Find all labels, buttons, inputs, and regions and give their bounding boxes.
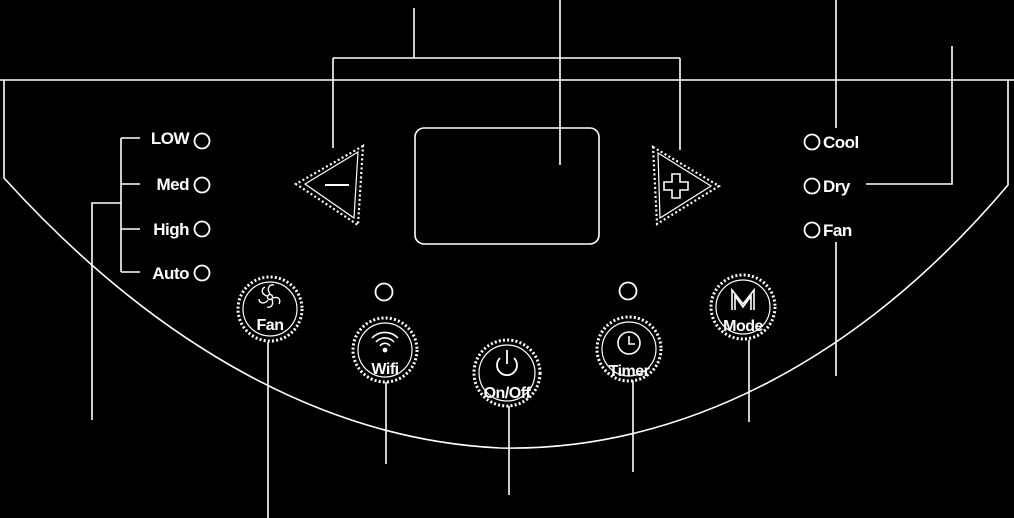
indicator-led bbox=[193, 176, 211, 194]
speed-label-low: LOW bbox=[151, 129, 191, 148]
timer-button-label: Timer bbox=[609, 363, 650, 380]
fan-icon bbox=[258, 284, 281, 308]
speed-indicator-auto: Auto bbox=[152, 264, 211, 283]
callout-lines bbox=[91, 0, 953, 518]
mode-indicators: Cool Dry Fan bbox=[803, 133, 859, 240]
mode-m-icon bbox=[731, 287, 755, 310]
indicator-led bbox=[803, 221, 821, 239]
mode-label-dry: Dry bbox=[823, 177, 851, 196]
callout-dry bbox=[866, 46, 953, 185]
speed-indicator-med: Med bbox=[157, 175, 211, 194]
mode-label-cool: Cool bbox=[823, 133, 859, 152]
speed-label-high: High bbox=[153, 220, 189, 239]
fan-button-label: Fan bbox=[257, 317, 284, 334]
speed-indicator-high: High bbox=[153, 220, 211, 239]
speed-label-auto: Auto bbox=[152, 264, 189, 283]
power-icon bbox=[496, 350, 518, 377]
speed-label-med: Med bbox=[157, 175, 190, 194]
speed-indicator-low: LOW bbox=[151, 129, 211, 150]
indicator-led bbox=[193, 264, 211, 282]
wifi-icon bbox=[371, 331, 399, 353]
callout-minus-plus bbox=[332, 8, 681, 150]
wifi-status-led bbox=[374, 282, 394, 302]
power-button[interactable]: On/Off bbox=[472, 338, 542, 408]
timer-button[interactable]: Timer bbox=[595, 315, 663, 383]
mode-label-fan: Fan bbox=[823, 221, 852, 240]
indicator-led bbox=[803, 133, 821, 151]
indicator-led bbox=[803, 177, 821, 195]
mode-indicator-dry: Dry bbox=[803, 177, 851, 196]
display-screen bbox=[414, 127, 600, 245]
wifi-button[interactable]: Wifi bbox=[351, 316, 419, 384]
fan-speed-indicators: LOW Med High Auto bbox=[151, 129, 211, 283]
fan-button[interactable]: Fan bbox=[236, 275, 304, 343]
mode-indicator-fan: Fan bbox=[803, 221, 852, 240]
wifi-button-label: Wifi bbox=[371, 361, 398, 378]
timer-status-led bbox=[618, 281, 638, 301]
mode-button-label: Mode bbox=[723, 318, 763, 335]
clock-icon bbox=[617, 331, 641, 355]
plus-button[interactable] bbox=[651, 145, 722, 226]
mode-indicator-cool: Cool bbox=[803, 133, 859, 152]
indicator-led bbox=[193, 220, 211, 238]
plus-icon bbox=[663, 173, 689, 199]
callout-fan-speed bbox=[91, 202, 121, 420]
indicator-led bbox=[193, 132, 211, 150]
panel-outline bbox=[0, 79, 1014, 449]
minus-button[interactable] bbox=[293, 144, 365, 227]
power-button-label: On/Off bbox=[484, 385, 532, 402]
mode-button[interactable]: Mode bbox=[709, 273, 777, 341]
